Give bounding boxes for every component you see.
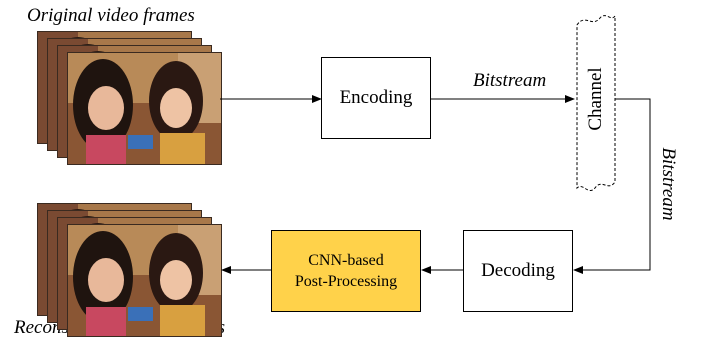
cnn-post-processing-box: CNN-based Post-Processing (271, 230, 421, 312)
arrow-channel-to-decoding (573, 98, 651, 274)
encoding-box: Encoding (321, 57, 431, 139)
frame-image (67, 52, 222, 165)
post-processing-line1: CNN-based (308, 252, 384, 269)
children-image (68, 53, 221, 164)
original-frames-label: Original video frames (27, 5, 195, 26)
bitstream-side-label: Bitstream (658, 147, 679, 221)
bitstream-top-label: Bitstream (473, 70, 547, 91)
channel-label: Channel (585, 67, 606, 131)
children-image (68, 225, 221, 336)
decoding-box: Decoding (463, 230, 573, 312)
post-processing-line2: Post-Processing (294, 273, 398, 290)
frame-image (67, 224, 222, 337)
channel-shape (576, 14, 616, 192)
